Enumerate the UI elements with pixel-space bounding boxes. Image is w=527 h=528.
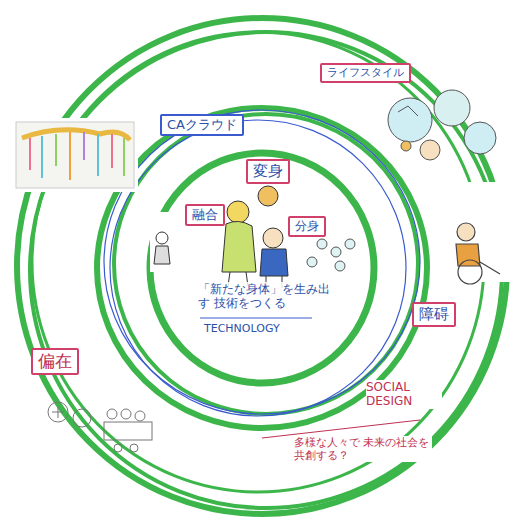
box-text: ライフスタイル [327, 66, 404, 80]
split-figures [307, 239, 355, 271]
label-box: CAクラウド [160, 114, 244, 136]
box-text: 融合 [192, 207, 218, 223]
green-rings [17, 18, 507, 514]
box-text: 分身 [295, 219, 319, 234]
note-label: 多様な人々で 未来の社会を共創する？ [294, 436, 432, 462]
label-box: 障碍 [412, 302, 456, 327]
note-label: SOCIAL DESIGN [366, 380, 442, 409]
wheelchair-picture [456, 223, 500, 284]
label-box: 融合 [185, 204, 225, 226]
label-box: 分身 [288, 216, 326, 237]
drip-picture [16, 122, 134, 188]
blue-rings [104, 110, 420, 416]
centre-figures [154, 186, 288, 288]
note-label: TECHNOLOGY [204, 322, 314, 335]
box-text: CAクラウド [167, 117, 237, 133]
label-box: 偏在 [31, 348, 79, 375]
box-text: 障碍 [419, 305, 449, 324]
label-box: ライフスタイル [320, 63, 411, 83]
lifestyle-picture [388, 90, 496, 160]
box-text: 変身 [253, 162, 283, 181]
box-text: 偏在 [38, 351, 72, 372]
label-box: 変身 [246, 159, 290, 184]
note-label: 「新たな身体」を生み出す 技術をつくる [198, 282, 334, 311]
crowd-sketch [48, 402, 152, 452]
